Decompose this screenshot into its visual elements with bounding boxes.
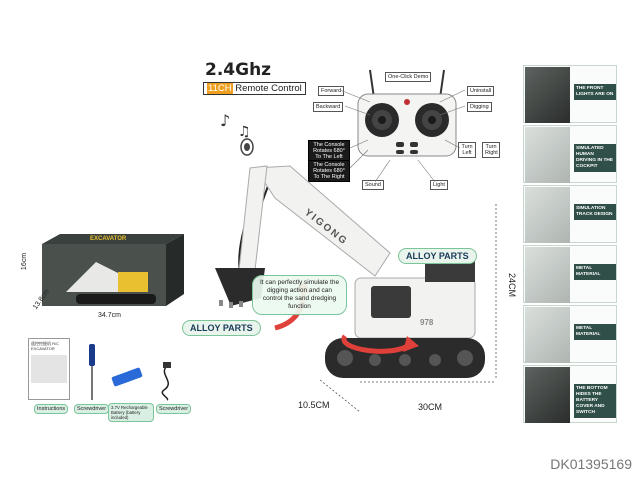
label-leader-lines (339, 89, 466, 183)
subtitle-text: Remote Control (235, 83, 302, 94)
uninstall-label: Uninstall (467, 86, 495, 96)
box-height-dimension: 16cm (21, 252, 29, 271)
dimension-lines (319, 204, 497, 413)
channel-count: 11CH (207, 83, 233, 94)
accessory-label: Instructions (34, 404, 69, 414)
usb-cable-image (161, 362, 171, 401)
turn-left-label: Turn Left (458, 142, 476, 158)
manual-title: 遥控挖掘机 R/C EXCAVATOR (31, 341, 59, 351)
screwdriver-image (89, 344, 95, 400)
feature-panel: SIMULATED HUMAN DRIVING IN THE COCKPIT (523, 125, 617, 183)
package-box-image (42, 234, 184, 306)
feature-text: THE BOTTOM HIDES THE BATTERY COVER AND S… (574, 384, 616, 418)
height-dimension: 24CM (507, 272, 518, 298)
light-label: Light (430, 180, 448, 190)
forward-label: Forward (318, 86, 345, 96)
feature-panel: METAL MATERIAL (523, 245, 617, 303)
feature-panel: SIMULATION TRACK DESIGN (523, 185, 617, 243)
feature-text: METAL MATERIAL (574, 264, 616, 280)
feature-text: THE FRONT LIGHTS ARE ON (574, 84, 616, 100)
feature-photo (525, 247, 570, 303)
accessory-label: Screwdriver (156, 404, 192, 414)
product-subtitle: 11CH Remote Control (203, 82, 306, 95)
model-number: 978 (420, 318, 434, 327)
speaker-icon (240, 138, 254, 156)
svg-text:♫: ♫ (238, 124, 251, 140)
music-note-icon: ♪ ♫ (220, 111, 251, 140)
length-dimension: 30CM (418, 402, 443, 412)
box-brand-text: EXCAVATOR (90, 236, 127, 242)
feature-panel: THE BOTTOM HIDES THE BATTERY COVER AND S… (523, 365, 617, 423)
feature-photo (525, 367, 570, 423)
feature-photo (525, 307, 570, 363)
width-dimension: 10.5CM (298, 400, 330, 410)
one-click-demo-label: One-Click Demo (385, 72, 432, 82)
digging-label: Digging (467, 102, 492, 112)
rotate-right-label: The Console Rotates 680° To The Right (308, 160, 350, 182)
feature-panel: THE FRONT LIGHTS ARE ON (523, 65, 617, 123)
remote-controller-image (357, 69, 457, 157)
backward-label: Backward (313, 102, 344, 112)
turn-right-label: Turn Right (482, 142, 500, 158)
battery-image (111, 367, 143, 387)
feature-text: SIMULATED HUMAN DRIVING IN THE COCKPIT (574, 144, 616, 172)
box-length-dimension: 34.7cm (98, 312, 121, 319)
digging-callout: It can perfectly simulate the digging ac… (252, 275, 347, 315)
sound-label: Sound (362, 180, 384, 190)
accessory-label: 3.7V Rechargeable Battery (battery inclu… (108, 403, 154, 422)
svg-text:♪: ♪ (220, 111, 230, 130)
feature-photo (525, 67, 570, 123)
sku-watermark: DK01395169 (550, 456, 632, 472)
instruction-manual-image: 遥控挖掘机 R/C EXCAVATOR (28, 338, 70, 400)
alloy-parts-badge: ALLOY PARTS (182, 320, 261, 336)
feature-panel: METAL MATERIAL (523, 305, 617, 363)
feature-photo (525, 127, 570, 183)
feature-photo (525, 187, 570, 243)
feature-text: SIMULATION TRACK DESIGN (574, 204, 616, 220)
product-title: 2.4Ghz (205, 60, 272, 80)
accessory-label: Screwdriver (74, 404, 110, 414)
alloy-parts-badge: ALLOY PARTS (398, 248, 477, 264)
feature-text: METAL MATERIAL (574, 324, 616, 340)
